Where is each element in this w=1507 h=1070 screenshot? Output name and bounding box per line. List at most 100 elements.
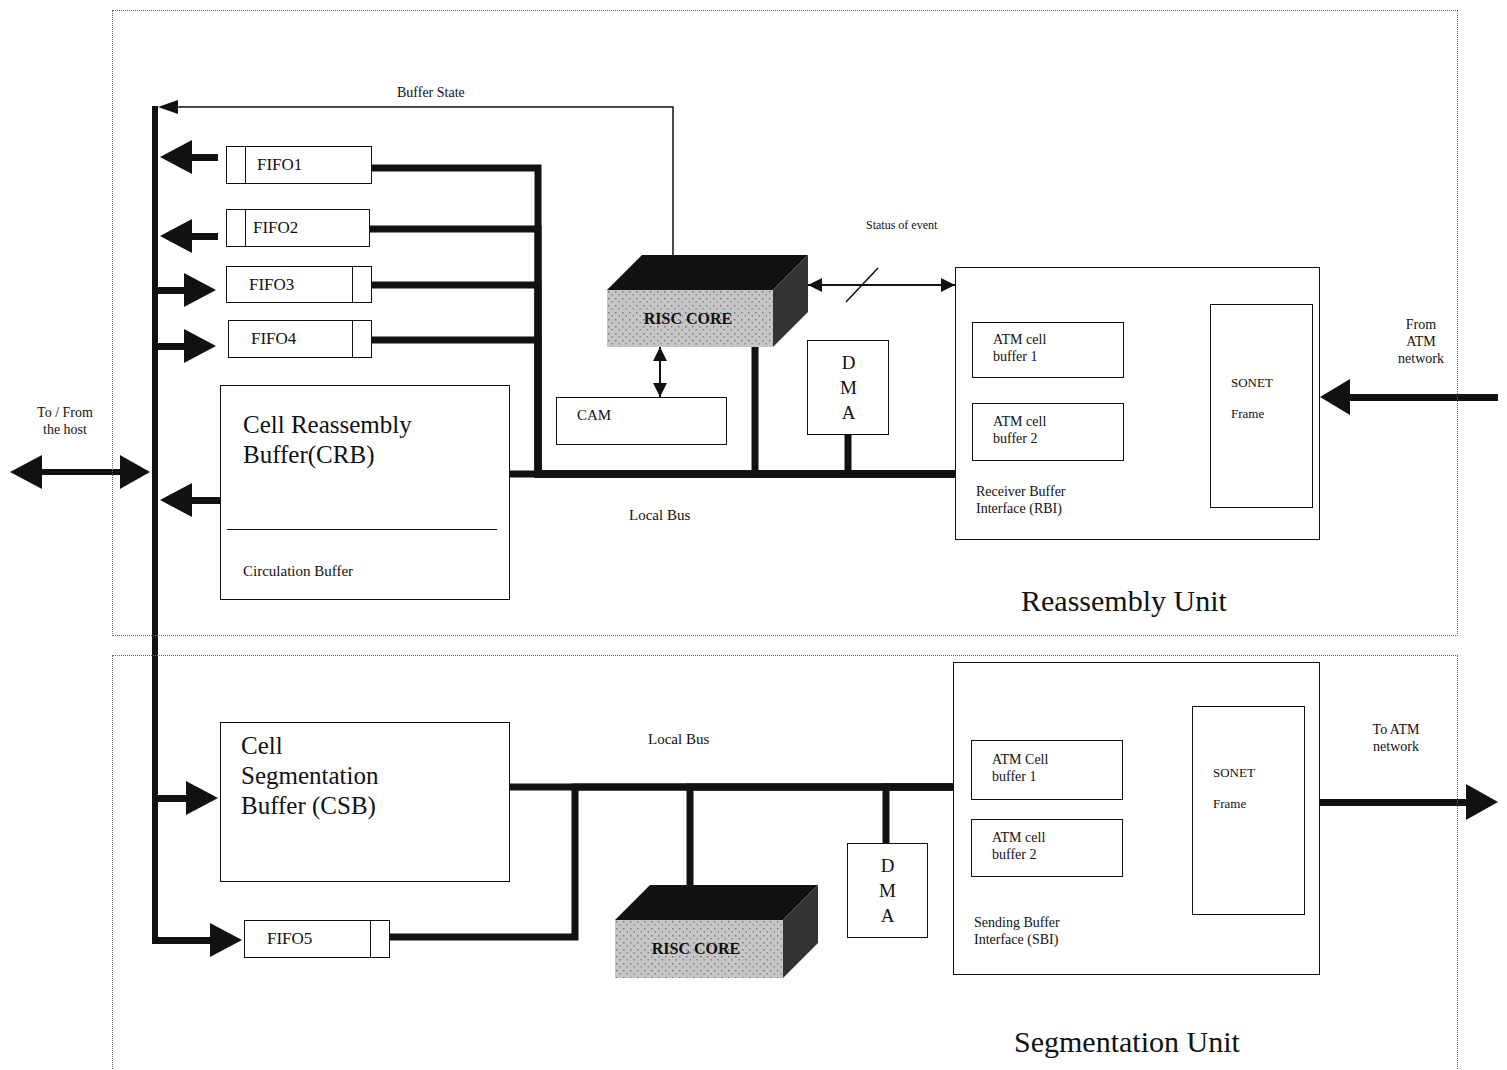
fifo-divider [352,321,371,357]
bus-arrow-head [186,781,218,815]
bus-arrow-shaft [158,343,188,350]
arrow-connector [808,278,955,292]
risc-top-face [615,885,818,920]
bus-arrow-head [160,483,192,517]
node-label: Cell Reassembly Buffer(CRB) [243,410,483,470]
host-arrow-head [10,455,42,489]
annotation-label: From ATM network [1393,317,1449,367]
fifo-divider [352,267,371,302]
bus-arrow-head [160,140,192,174]
fifo-box: FIFO2 [226,209,370,247]
node-label: CAM [577,406,697,424]
bus-arrow-head [184,273,216,307]
sonet-frame-box: SONET Frame [1210,304,1313,508]
local-bus-connector [848,435,955,474]
fifo-divider [370,921,389,957]
host-arrow-head [120,455,150,489]
connector-line [808,284,955,286]
node-label: DMA [878,853,897,928]
node-label: SONET Frame [1213,757,1273,819]
connector-line [886,787,953,843]
cell-buffer-box: ATM cell buffer 2 [972,403,1124,461]
buffer-state-line [176,107,673,255]
cell-buffer-box: ATM Cell buffer 1 [971,740,1123,800]
node-label: ATM Cell buffer 1 [992,752,1077,786]
arrow-head [808,278,822,292]
fifo-box: FIFO4 [228,320,372,358]
arrow-head [653,383,667,397]
risc-side-face [773,255,808,347]
network-out-shaft [1320,799,1470,806]
risc-front-texture [607,290,773,347]
node-label: Receiver Buffer Interface (RBI) [976,484,1096,518]
node-label: ATM cell buffer 2 [992,830,1077,864]
arrow-head [941,278,955,292]
annotation-label: To / From the host [30,405,100,439]
risc-core-shape [607,255,808,347]
risc-core: RISC CORE [615,885,818,978]
bus-arrow-shaft [158,795,188,802]
risc-side-face [783,885,818,978]
dma-box: DMA [807,340,889,435]
risc-front-face [615,920,783,978]
risc-core: RISC CORE [607,255,808,347]
bus-arrow-head [160,219,192,253]
connector-label: Status of event [866,218,937,232]
node-label: FIFO5 [267,929,367,949]
annotation-label: Buffer State [395,85,467,102]
cell-buffer-box: ATM cell buffer 2 [971,819,1123,877]
network-out-head [1466,784,1498,820]
arrow-head [653,347,667,361]
bus-arrow-head [210,923,242,957]
node-label: RISC CORE [613,309,763,328]
node-label: Sending Buffer Interface (SBI) [974,915,1094,949]
interface-box: Sending Buffer Interface (SBI) ATM Cell b… [953,662,1320,975]
bus-arrow-shaft [158,287,188,294]
node-label: ATM cell buffer 1 [993,332,1078,366]
risc-top-face [607,255,808,290]
node-label: SONET Frame [1231,367,1291,429]
node-label: ATM cell buffer 2 [993,414,1078,448]
bus-arrow-shaft [188,233,218,240]
node-label: FIFO4 [251,329,351,349]
node-label: Reassembly Unit [1021,583,1361,619]
connector-label: Local Bus [629,506,690,524]
node-label: RISC CORE [621,939,771,958]
node-label: Cell Segmentation Buffer (CSB) [241,731,416,821]
node-label: FIFO1 [257,155,357,175]
arrow-connector [653,347,667,397]
interface-box: Receiver Buffer Interface (RBI) ATM cell … [955,267,1320,540]
bus-arrow-shaft [188,497,220,504]
connector-label: Local Bus [648,730,709,748]
network-in-shaft [1346,394,1498,401]
bus-arrow-shaft [152,937,212,944]
annotation-label: To ATM network [1372,722,1420,756]
node-label: Circulation Buffer [243,562,443,580]
network-in-head [1320,379,1350,415]
fifo-box: FIFO3 [226,266,372,303]
cell-buffer-box: ATM cell buffer 1 [972,322,1124,378]
fifo-divider [227,147,246,183]
connector-line [848,435,955,474]
sonet-frame-box: SONET Frame [1192,706,1305,915]
buffer-state-head [158,100,178,114]
bus-arrow-shaft [188,154,218,161]
buffer-divider [227,529,497,530]
node-label: Segmentation Unit [1014,1024,1354,1060]
cam-box: CAM [556,397,727,445]
dma-box: DMA [847,843,928,938]
unit-region: Reassembly Unit FIFO1FIFO2FIFO3FIFO4 RISC … [112,10,1458,636]
node-label: DMA [839,350,858,425]
buffer-box: Cell Segmentation Buffer (CSB) [220,722,510,882]
connector-line [755,347,955,474]
host-bus [152,106,158,943]
unit-region: Segmentation Unit Cell Segmentation Buffe… [112,655,1458,1070]
risc-core-shape [615,885,818,978]
fifo-box: FIFO5 [244,920,390,958]
bus-arrow-head [184,329,216,363]
buffer-box: Cell Reassembly Buffer(CRB) Circulation B… [220,385,510,600]
risc-front-texture [615,920,783,978]
fifo-divider [227,210,246,246]
